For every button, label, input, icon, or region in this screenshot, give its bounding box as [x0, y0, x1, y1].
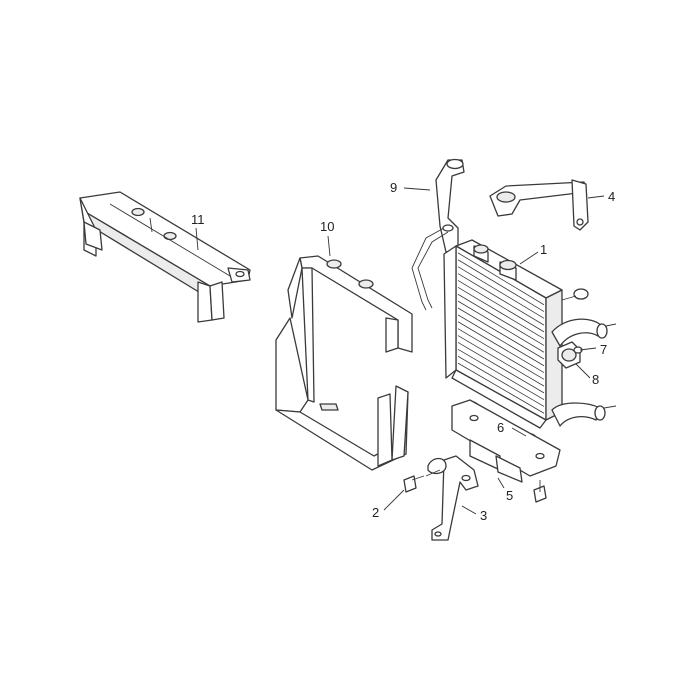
part-11-upper-shroud — [79, 191, 251, 323]
callout-10: 10 — [320, 219, 334, 234]
callout-labels: 11 10 9 4 1 7 8 6 5 3 2 — [191, 180, 615, 523]
radiator-fin — [457, 362, 545, 414]
callout-6: 6 — [497, 420, 504, 435]
radiator-fin — [457, 321, 545, 373]
leader-lines — [195, 187, 605, 515]
part-5-lower-bracket — [451, 399, 561, 503]
callout-5: 5 — [506, 488, 513, 503]
part-9-bracket-hose — [411, 158, 465, 311]
part-7-8-switch — [557, 341, 583, 369]
callout-4: 4 — [608, 189, 615, 204]
upper-hose — [551, 318, 617, 347]
radiator-fin — [457, 348, 545, 401]
radiator-fin — [457, 342, 545, 394]
radiator-fin — [457, 328, 545, 380]
radiator-fin — [457, 252, 545, 306]
lower-hose — [551, 402, 617, 427]
callout-2: 2 — [372, 505, 379, 520]
callout-9: 9 — [390, 180, 397, 195]
callout-8: 8 — [592, 372, 599, 387]
part-2-bolt-clip — [403, 457, 447, 493]
radiator-fin — [457, 259, 545, 312]
radiator-fin — [457, 307, 545, 360]
callout-3: 3 — [480, 508, 487, 523]
callout-7: 7 — [600, 342, 607, 357]
radiator-fin — [457, 314, 545, 367]
radiator-fin — [457, 266, 545, 319]
radiator-fin — [457, 273, 545, 326]
radiator-fin — [457, 286, 545, 340]
part-4-top-bracket — [489, 179, 589, 231]
radiator-fin — [457, 335, 545, 387]
callout-11: 11 — [191, 212, 205, 227]
radiator-fin — [457, 280, 545, 333]
callout-1: 1 — [540, 242, 547, 257]
radiator-fin — [457, 355, 545, 407]
part-1-radiator — [443, 239, 589, 429]
part-3-lower-stay — [431, 455, 479, 541]
radiator-fins — [457, 252, 545, 414]
part-10-support-frame — [275, 255, 413, 471]
radiator-fin — [457, 300, 545, 353]
radiator-fin — [457, 293, 545, 346]
